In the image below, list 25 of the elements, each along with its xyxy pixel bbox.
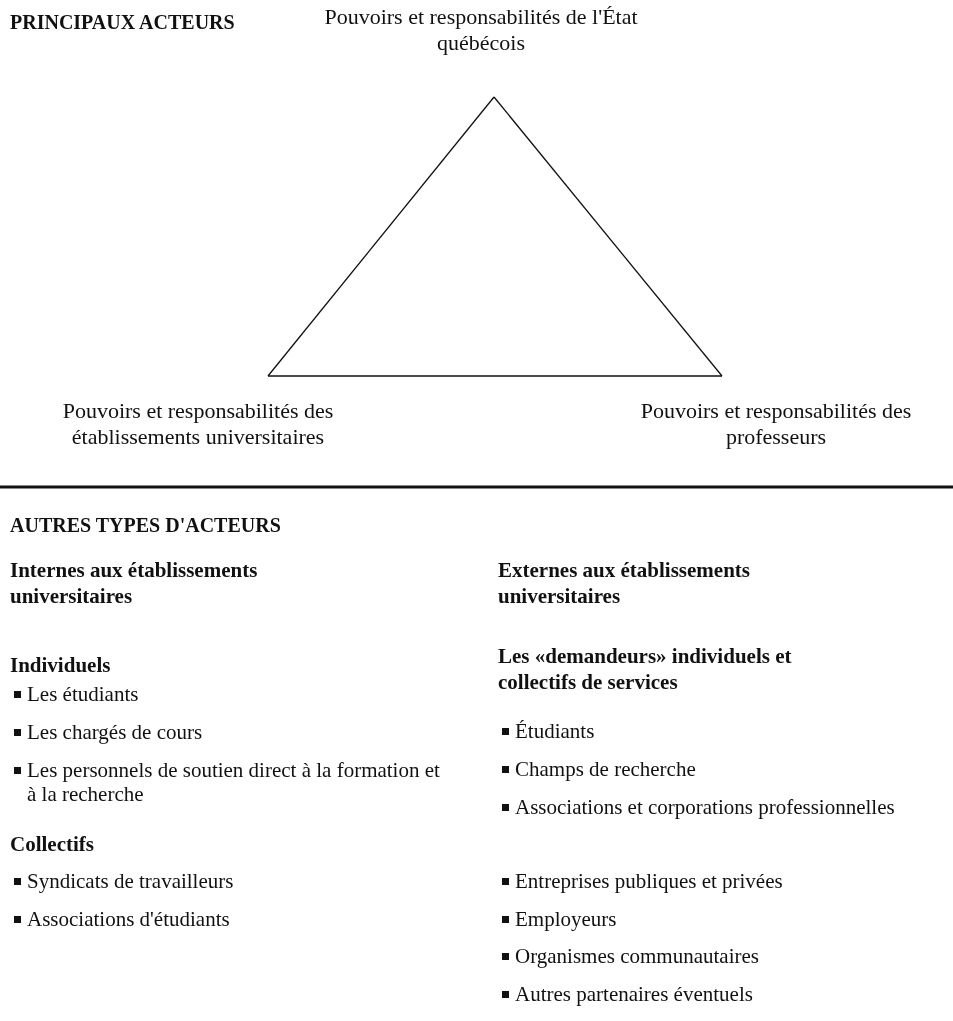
group-heading: Individuels <box>10 652 112 678</box>
section-heading: PRINCIPAUX ACTEURS <box>10 10 235 34</box>
triangle-side <box>267 96 495 377</box>
group-heading: Externes aux établissements universitaires <box>498 557 751 609</box>
list-item: Associations d'étudiants <box>27 907 230 931</box>
list-item: Employeurs <box>515 907 617 931</box>
list-item: Les étudiants <box>27 682 139 706</box>
list-item: Les chargés de cours <box>27 720 203 744</box>
section-heading: AUTRES TYPES D'ACTEURS <box>10 513 282 537</box>
list-item: Les personnels de soutien direct à la formation et à la recherche <box>27 758 441 806</box>
list-item: Champs de recherche <box>515 757 696 781</box>
group-heading: Internes aux établissements universitaires <box>10 557 259 609</box>
list-item: Organismes communautaires <box>515 944 759 968</box>
list-item: Associations et corporations professionnelles <box>515 795 895 819</box>
vertex-label: Pouvoirs et responsabilités des établissements universitaires <box>61 398 335 450</box>
list-item: Entreprises publiques et privées <box>515 869 783 893</box>
vertex-label: Pouvoirs et responsabilités de l'État québécois <box>323 4 639 56</box>
vertex-label: Pouvoirs et responsabilités des professeurs <box>639 398 913 450</box>
group-heading: Les «demandeurs» individuels et collectifs de services <box>498 643 793 695</box>
list-item: Étudiants <box>515 719 595 743</box>
triangle-side <box>267 375 723 377</box>
group-heading: Collectifs <box>10 831 95 857</box>
triangle-side <box>493 96 723 377</box>
list-item: Autres partenaires éventuels <box>515 982 753 1006</box>
list-item: Syndicats de travailleurs <box>27 869 234 893</box>
